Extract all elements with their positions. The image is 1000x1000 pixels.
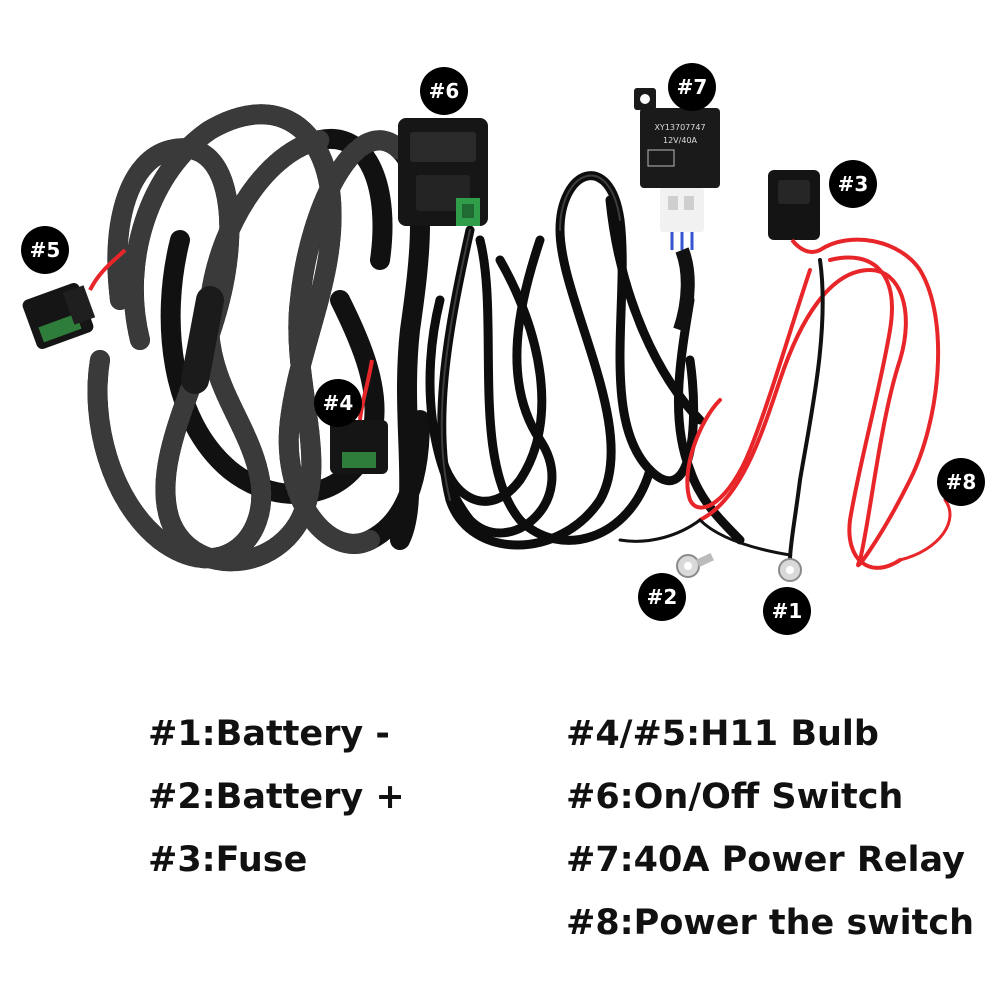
relay-rating-text: 12V/40A	[663, 136, 698, 145]
battery-negative-terminal	[778, 558, 802, 582]
relay-model-text: XY13707747	[654, 123, 705, 132]
callout-badge-6: #6	[420, 67, 468, 115]
red-wire-loop	[618, 237, 952, 570]
wiring-harness-photo: XY13707747 12V/40A	[22, 88, 952, 582]
legend-item-power-the-switch: #8:Power the switch	[566, 903, 975, 943]
callout-badge-1: #1	[763, 587, 811, 635]
on-off-switch	[398, 118, 488, 226]
battery-positive-terminal	[676, 552, 714, 578]
callout-badge-5: #5	[21, 226, 69, 274]
callout-badge-7: #7	[668, 63, 716, 111]
power-relay: XY13707747 12V/40A	[634, 88, 720, 333]
corrugated-loom-bundle	[87, 104, 430, 572]
fuse-holder	[768, 170, 821, 254]
legend-item-on-off-switch: #6:On/Off Switch	[566, 777, 904, 817]
black-wire-bundle	[425, 171, 745, 550]
h11-connector-right	[330, 359, 388, 474]
callout-badge-8: #8	[937, 458, 985, 506]
legend-item-battery-negative: #1:Battery -	[148, 714, 390, 754]
callout-badge-2: #2	[638, 573, 686, 621]
legend-item-fuse: #3:Fuse	[148, 840, 308, 880]
callout-badge-3: #3	[829, 160, 877, 208]
h11-connector-left	[22, 248, 127, 350]
legend-item-battery-positive: #2:Battery +	[148, 777, 405, 817]
legend-item-h11-bulb: #4/#5:H11 Bulb	[566, 714, 879, 754]
callout-badge-4: #4	[314, 379, 362, 427]
legend-item-power-relay: #7:40A Power Relay	[566, 840, 965, 880]
